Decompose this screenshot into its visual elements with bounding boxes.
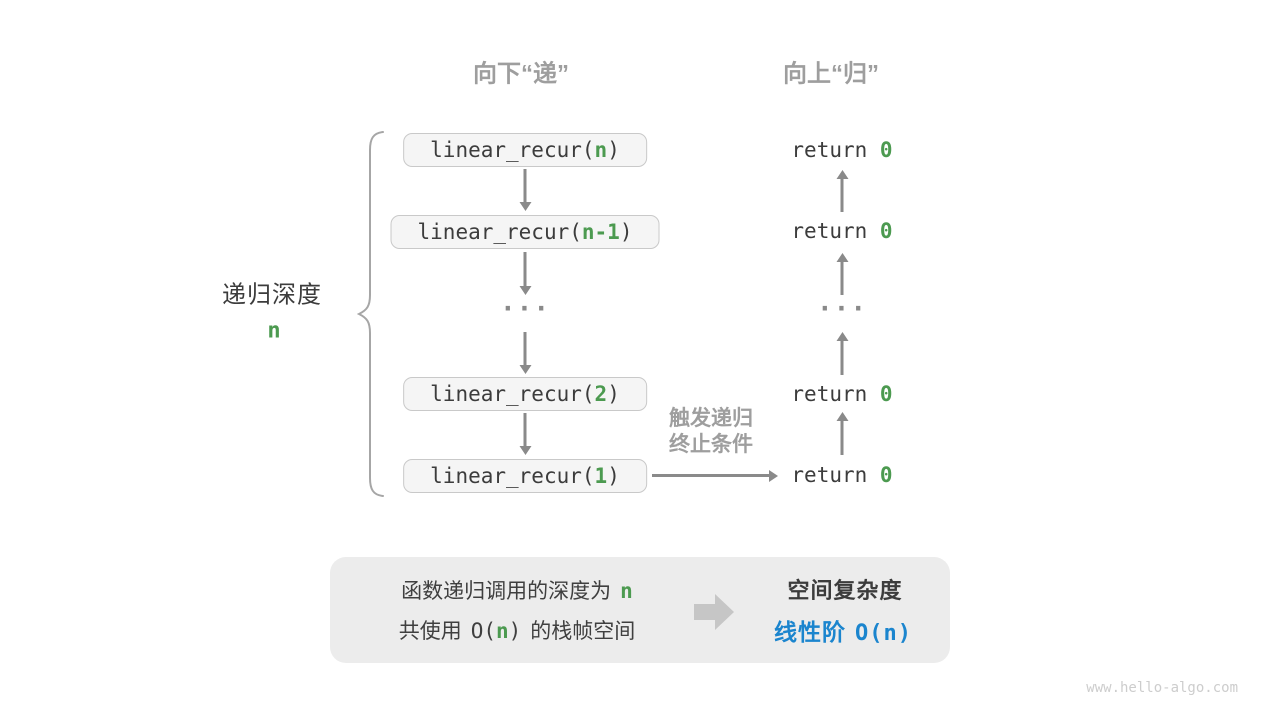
up-arrow-icon xyxy=(840,421,844,455)
recursion-depth-value: n xyxy=(267,318,281,344)
space-complexity-value: 线性阶 O(n) xyxy=(774,613,912,647)
return-text: return xyxy=(791,463,880,487)
return-value: 0 xyxy=(879,463,893,487)
call-box-close: ) xyxy=(607,382,620,406)
summary-line-1: 函数递归调用的深度为 n xyxy=(401,575,633,605)
up-arrow-icon xyxy=(840,179,844,212)
return-row: return 0 xyxy=(791,219,892,243)
summary-line-2-complexity: O(n) xyxy=(470,619,522,643)
call-box-text: linear_recur( xyxy=(417,220,582,244)
return-row: return 0 xyxy=(791,138,892,162)
header-descend: 向下“递” xyxy=(473,60,569,88)
down-arrow-icon xyxy=(523,169,527,202)
call-box-text: linear_recur( xyxy=(430,382,595,406)
call-box-text: linear_recur( xyxy=(430,464,595,488)
ellipsis-right: ··· xyxy=(817,294,867,324)
space-complexity-notation: O(n) xyxy=(855,621,912,646)
recursion-depth-label: 递归深度 xyxy=(222,281,322,309)
summary-line-1-value: n xyxy=(620,579,633,603)
call-box-close: ) xyxy=(607,464,620,488)
return-text: return xyxy=(791,382,880,406)
return-row: return 0 xyxy=(791,382,892,406)
call-box-2: linear_recur(2) xyxy=(403,377,647,411)
call-box-arg: n-1 xyxy=(581,220,620,244)
call-box-n: linear_recur(n) xyxy=(403,133,647,167)
terminate-condition-label: 触发递归 终止条件 xyxy=(669,406,753,458)
call-box-close: ) xyxy=(619,220,633,244)
watermark: www.hello-algo.com xyxy=(1086,680,1238,696)
block-arrow-icon xyxy=(694,594,734,630)
ellipsis-left: ··· xyxy=(500,294,550,324)
return-text: return xyxy=(791,219,880,243)
depth-brace-icon xyxy=(357,131,384,497)
down-arrow-icon xyxy=(523,252,527,286)
call-box-arg: 2 xyxy=(594,382,608,406)
return-text: return xyxy=(791,138,880,162)
call-box-1: linear_recur(1) xyxy=(403,459,647,493)
up-arrow-icon xyxy=(840,262,844,295)
summary-line-2-post: 的栈帧空间 xyxy=(530,620,636,643)
up-arrow-icon xyxy=(840,341,844,375)
terminate-line-2: 终止条件 xyxy=(669,433,753,456)
space-complexity-title: 空间复杂度 xyxy=(787,578,903,603)
call-box-n-1: linear_recur(n-1) xyxy=(390,215,660,249)
right-arrow-icon xyxy=(652,474,769,477)
summary-panel xyxy=(330,557,950,663)
down-arrow-icon xyxy=(523,332,527,365)
space-complexity-order: 线性阶 xyxy=(774,619,847,645)
return-value: 0 xyxy=(879,219,893,243)
return-row: return 0 xyxy=(791,463,892,487)
summary-line-1-text: 函数递归调用的深度为 xyxy=(401,580,612,603)
call-box-arg: 1 xyxy=(594,464,608,488)
down-arrow-icon xyxy=(523,413,527,446)
return-value: 0 xyxy=(879,382,893,406)
header-ascend: 向上“归” xyxy=(783,60,879,88)
call-box-arg: n xyxy=(594,138,608,162)
summary-line-2-pre: 共使用 xyxy=(398,620,462,643)
return-value: 0 xyxy=(879,138,893,162)
summary-line-2: 共使用 O(n) 的栈帧空间 xyxy=(399,615,636,645)
call-box-text: linear_recur( xyxy=(430,138,595,162)
terminate-line-1: 触发递归 xyxy=(669,407,753,430)
call-box-close: ) xyxy=(607,138,620,162)
